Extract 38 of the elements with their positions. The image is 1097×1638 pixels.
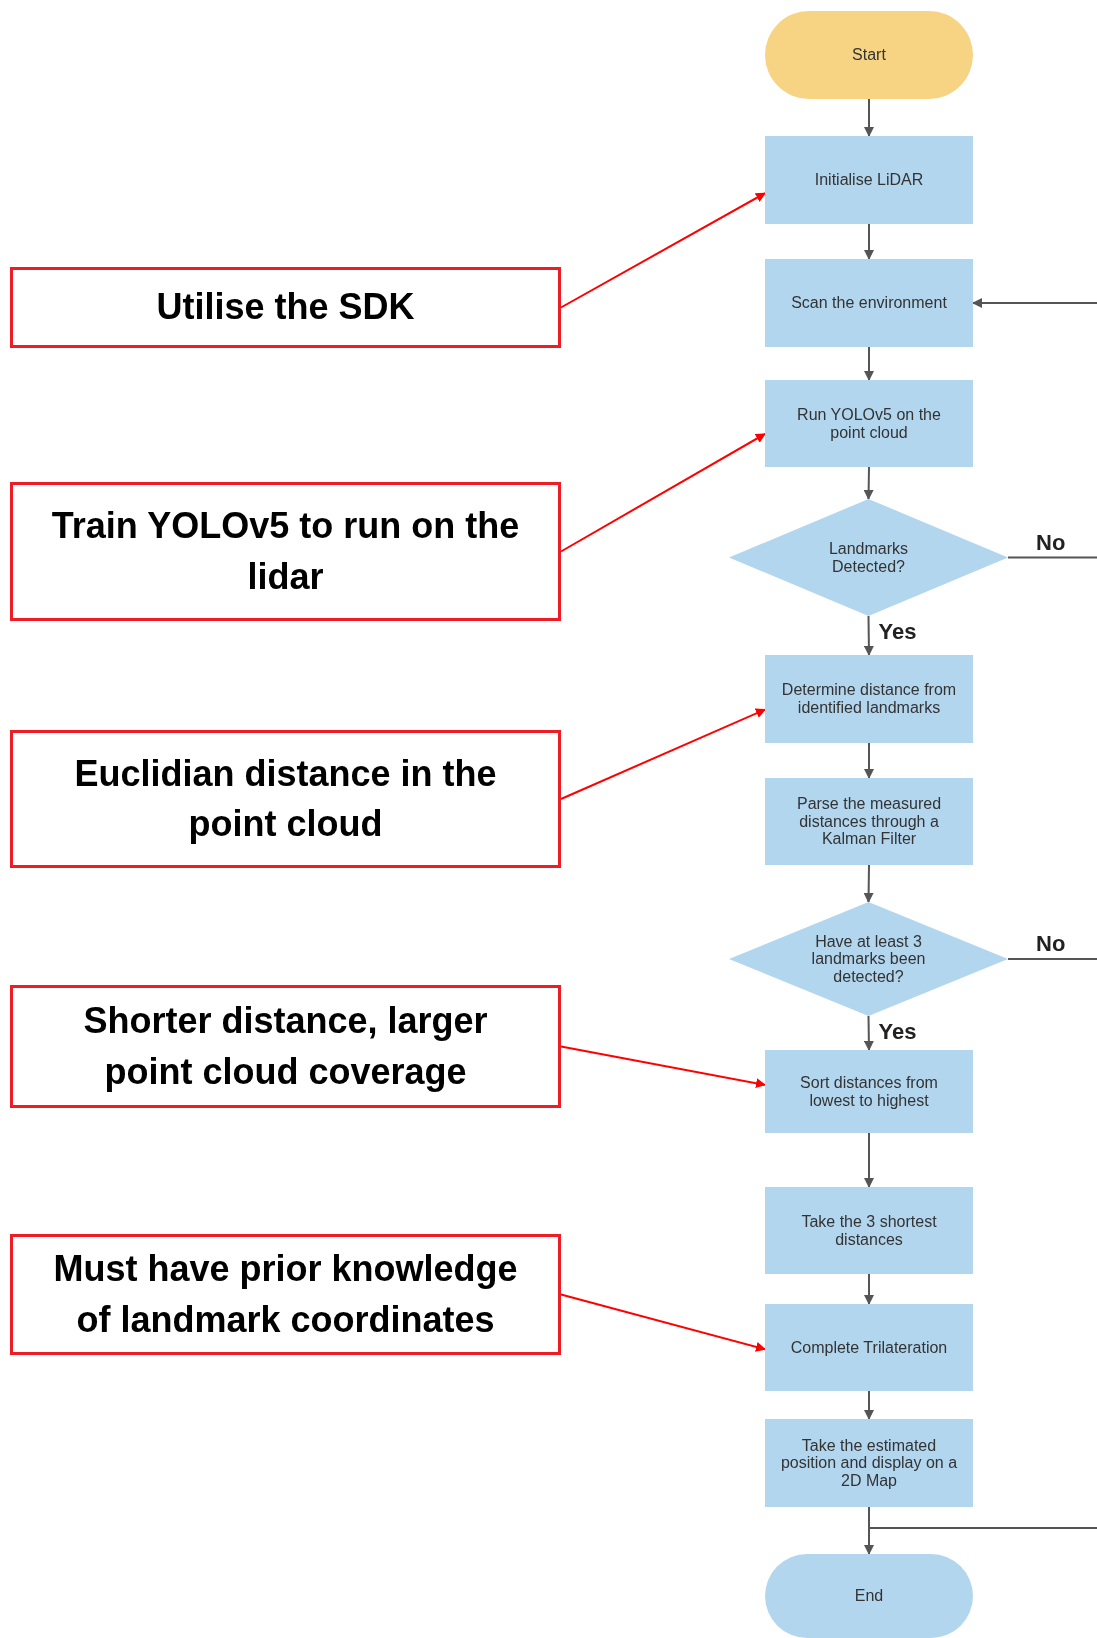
arrow xyxy=(864,98,874,137)
pointer-arrow xyxy=(560,432,766,553)
arrow xyxy=(863,1015,874,1051)
annotation-box: Euclidian distance in the point cloud xyxy=(10,730,561,868)
process-box: Complete Trilateration xyxy=(765,1304,973,1391)
pointer-arrow xyxy=(560,708,766,800)
process-box: Determine distance from identified landmarks xyxy=(765,655,973,743)
process-box: Take the 3 shortest distances xyxy=(765,1187,973,1274)
arrow xyxy=(972,298,1097,308)
annotation-box: Must have prior knowledge of landmark coordinates xyxy=(10,1234,561,1355)
arrow xyxy=(863,466,874,500)
arrow xyxy=(864,742,874,779)
arrow xyxy=(864,1273,874,1305)
arrow xyxy=(864,223,874,260)
connector-line xyxy=(1007,556,1097,559)
annotation-box: Utilise the SDK xyxy=(10,267,561,348)
arrow xyxy=(864,1390,874,1420)
pointer-arrow xyxy=(560,1045,766,1089)
pointer-arrow xyxy=(560,192,766,309)
process-box: Initialise LiDAR xyxy=(765,136,973,224)
annotation-box: Shorter distance, larger point cloud coverage xyxy=(10,985,561,1108)
connector-line xyxy=(1007,958,1097,960)
terminal-shape: Start xyxy=(765,11,973,99)
arrow xyxy=(864,346,874,381)
decision-diamond: Landmarks Detected? xyxy=(729,499,1008,616)
decision-diamond: Have at least 3 landmarks been detected? xyxy=(729,902,1008,1016)
process-box: Sort distances from lowest to highest xyxy=(765,1050,973,1133)
process-box: Parse the measured distances through a Kalman Filter xyxy=(765,778,973,865)
arrow xyxy=(863,864,874,903)
terminal-shape: End xyxy=(765,1554,973,1638)
connector-line xyxy=(868,1506,1097,1529)
arrow xyxy=(864,1132,874,1188)
pointer-arrow xyxy=(560,1293,766,1352)
annotation-box: Train YOLOv5 to run on the lidar xyxy=(10,482,561,621)
process-box: Scan the environment xyxy=(765,259,973,347)
process-box: Take the estimated position and display on a 2D Map xyxy=(765,1419,973,1507)
arrow xyxy=(863,615,874,656)
process-box: Run YOLOv5 on the point cloud xyxy=(765,380,973,467)
